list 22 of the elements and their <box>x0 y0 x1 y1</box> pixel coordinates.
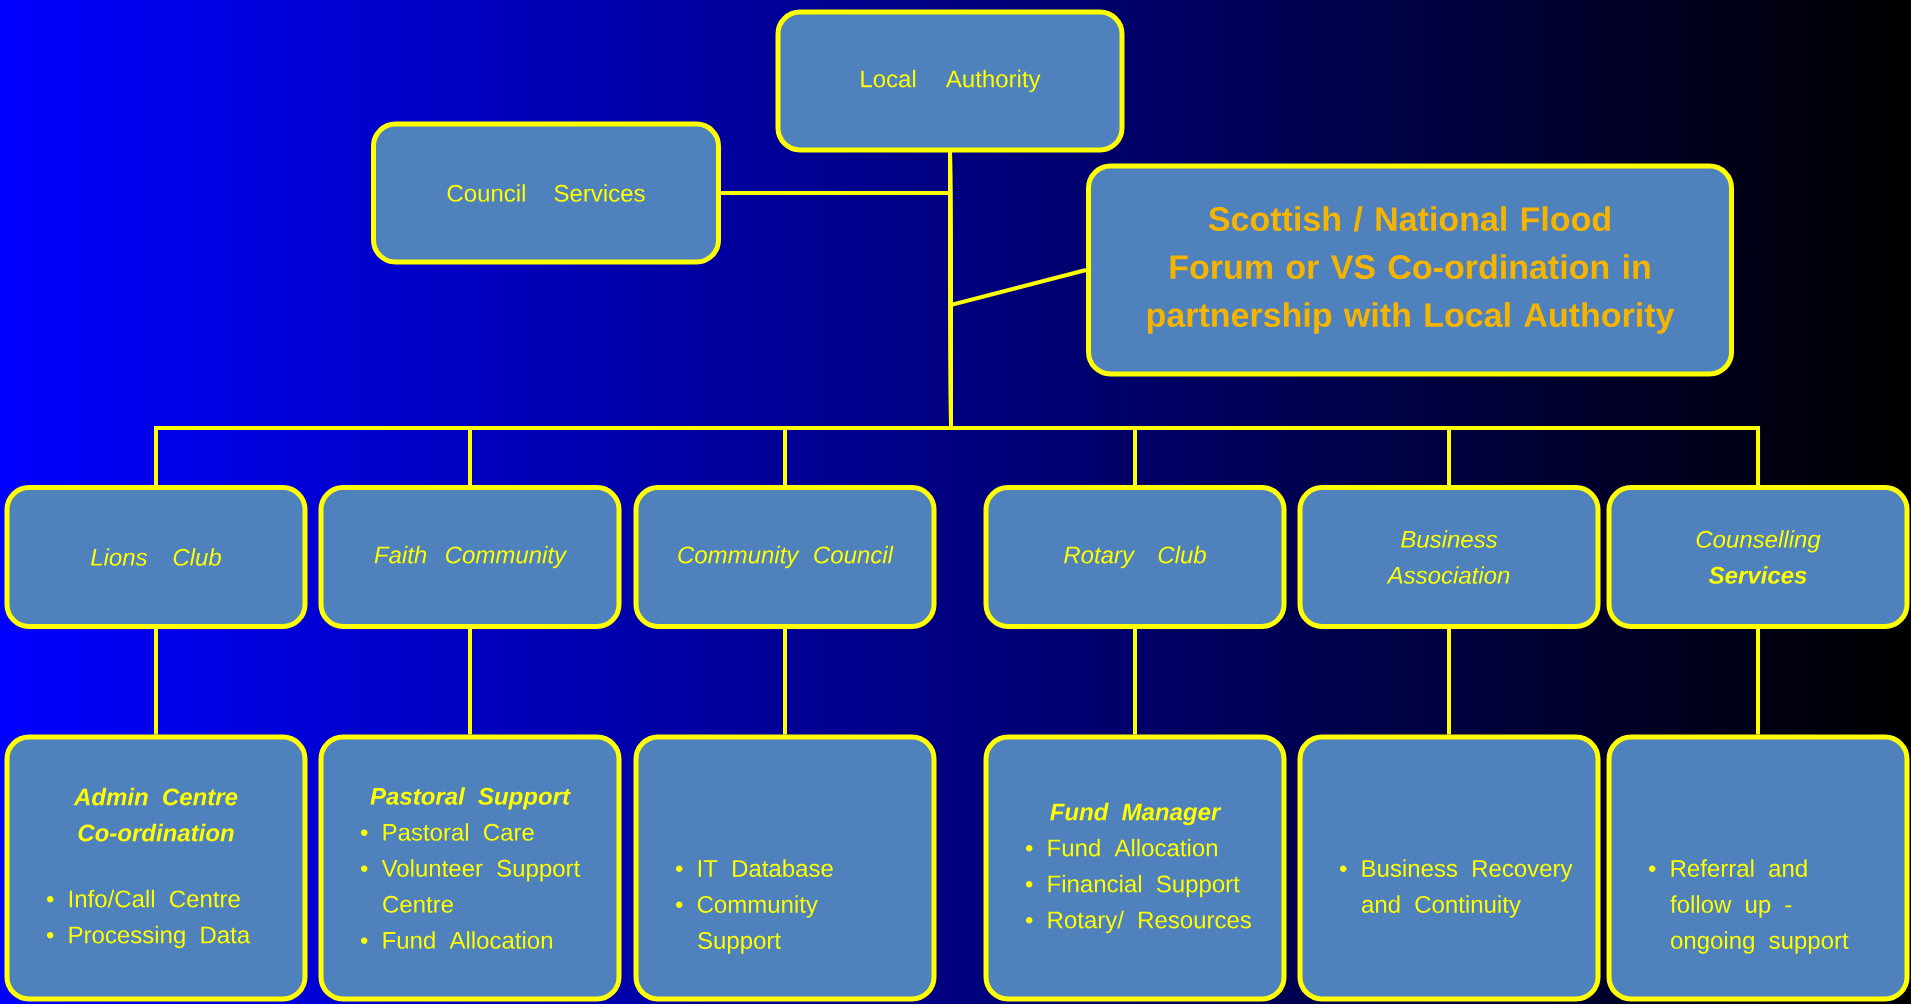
org-box: Faith Community <box>318 485 622 629</box>
task-box: Admin Centre Co-ordination • Info/Call Centre • Processing Data <box>4 734 308 1002</box>
org-box: Business Association <box>1297 485 1601 629</box>
org-box: Local Authority <box>775 9 1125 153</box>
org-box: Rotary Club <box>983 485 1287 629</box>
task-box: Fund Manager • Fund Allocation • Financial Support • Rotary/ Resources <box>983 734 1287 1002</box>
connector <box>154 629 158 735</box>
task-box: Pastoral Support • Pastoral Care • Volunteer Support Centre • Fund Allocation <box>318 734 622 1002</box>
connector <box>1447 629 1451 735</box>
org-box: Council Services <box>371 121 721 265</box>
connector <box>948 152 1760 485</box>
task-box: • IT Database • Community Support <box>633 734 937 1002</box>
connector <box>1756 629 1760 735</box>
org-box: Community Council <box>633 485 937 629</box>
forum-box: Scottish / National Flood Forum or VS Co-ordination in partnership with Local Authority <box>1086 163 1734 377</box>
task-box: • Referral and follow up - ongoing support <box>1606 734 1910 1002</box>
org-box: Lions Club <box>4 485 308 629</box>
connector <box>468 629 472 735</box>
connector <box>783 629 787 735</box>
connector <box>1133 629 1137 735</box>
task-box: • Business Recovery and Continuity <box>1297 734 1601 1002</box>
org-box: Counselling Services <box>1606 485 1910 629</box>
